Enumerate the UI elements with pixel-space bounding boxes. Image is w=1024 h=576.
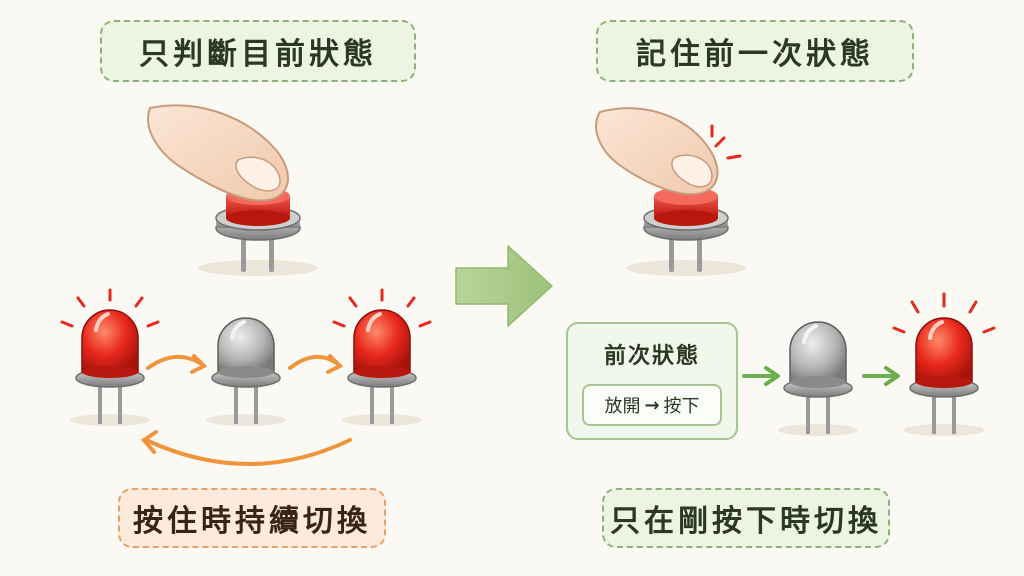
push-button-left — [198, 187, 318, 276]
push-button-right — [626, 187, 746, 276]
glow-rays-icon — [60, 288, 160, 328]
green-arrow-icon — [862, 366, 900, 386]
caption-toggle-on-press: 只在剛按下時切換 — [602, 488, 890, 548]
transition-arrow-icon — [455, 245, 553, 327]
finger-left — [147, 104, 289, 202]
led-off-1 — [206, 317, 286, 426]
press-spark-icon — [710, 124, 742, 160]
led-off-2 — [778, 321, 858, 436]
glow-rays-icon — [332, 288, 432, 328]
title-current-state-only: 只判斷目前狀態 — [100, 20, 416, 82]
led-on-2 — [342, 309, 422, 426]
state-pressed: 按下 — [663, 396, 700, 417]
orange-arrow-icon — [146, 354, 208, 374]
state-transition: 放開 → 按下 — [582, 384, 722, 426]
title-remember-previous-state: 記住前一次狀態 — [596, 20, 914, 82]
previous-state-box: 前次狀態 放開 → 按下 — [566, 322, 738, 440]
loop-back-arrow-icon — [141, 430, 352, 466]
orange-arrow-icon — [288, 354, 344, 374]
finger-right — [595, 107, 719, 196]
led-on-3 — [904, 317, 984, 436]
glow-rays-icon — [892, 292, 996, 334]
green-arrow-icon — [742, 366, 780, 386]
caption-continuous-toggle: 按住時持續切換 — [118, 488, 386, 548]
state-released: 放開 — [604, 396, 641, 417]
previous-state-title: 前次狀態 — [603, 344, 700, 369]
arrow-right-icon: → — [644, 394, 660, 416]
led-on-1 — [70, 309, 150, 426]
